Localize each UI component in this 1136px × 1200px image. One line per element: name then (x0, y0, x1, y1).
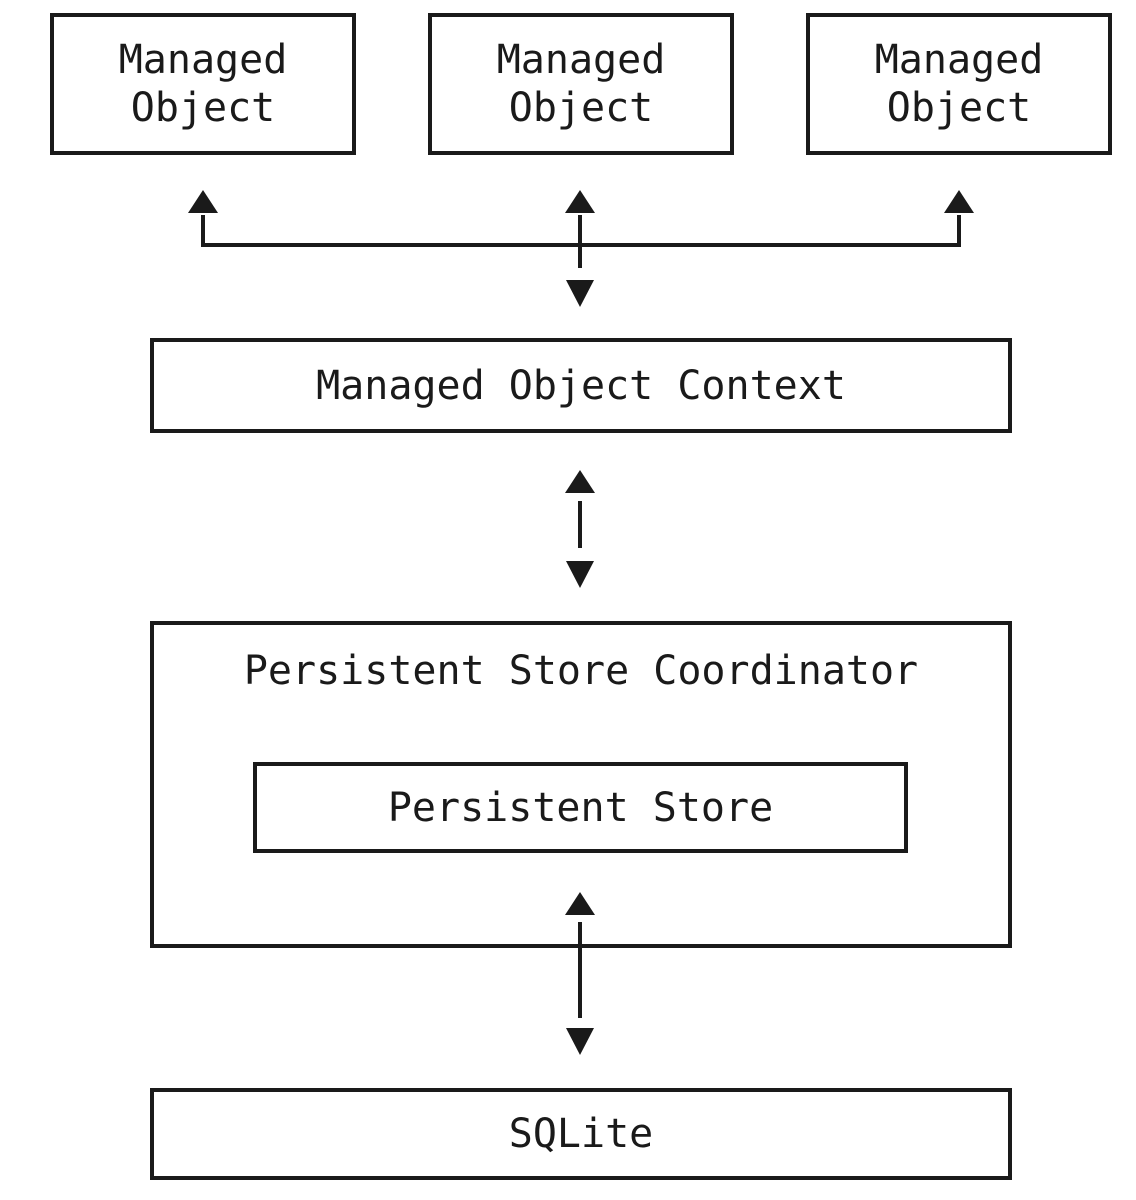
managed-object-context-box: Managed Object Context (150, 338, 1012, 433)
managed-object-label-3: Managed Object (874, 37, 1044, 131)
managed-object-label-1: Managed Object (118, 37, 288, 131)
connector-stub-right (957, 215, 961, 247)
arrow-up-icon-to-store (565, 892, 595, 915)
managed-object-box-1: Managed Object (50, 13, 356, 155)
arrow-up-icon-middle (565, 190, 595, 213)
arrow-up-icon-to-context (565, 470, 595, 493)
arrow-down-icon-to-context (566, 280, 594, 307)
managed-object-box-3: Managed Object (806, 13, 1112, 155)
connector-crossbar (201, 243, 961, 247)
managed-object-context-label: Managed Object Context (316, 362, 846, 409)
sqlite-box: SQLite (150, 1088, 1012, 1180)
persistent-store-coordinator-label: Persistent Store Coordinator (243, 648, 919, 694)
connector-stub-middle (578, 215, 582, 268)
context-coordinator-line (578, 501, 582, 548)
managed-object-box-2: Managed Object (428, 13, 734, 155)
arrow-up-icon-left (188, 190, 218, 213)
arrow-down-icon-to-coordinator (566, 561, 594, 588)
store-sqlite-line (578, 922, 582, 1018)
arrow-down-icon-to-sqlite (566, 1028, 594, 1055)
arrow-up-icon-right (944, 190, 974, 213)
connector-stub-left (201, 215, 205, 247)
sqlite-label: SQLite (508, 1111, 654, 1157)
managed-object-label-2: Managed Object (496, 37, 666, 131)
persistent-store-box: Persistent Store (253, 762, 908, 853)
persistent-store-label: Persistent Store (387, 784, 774, 831)
